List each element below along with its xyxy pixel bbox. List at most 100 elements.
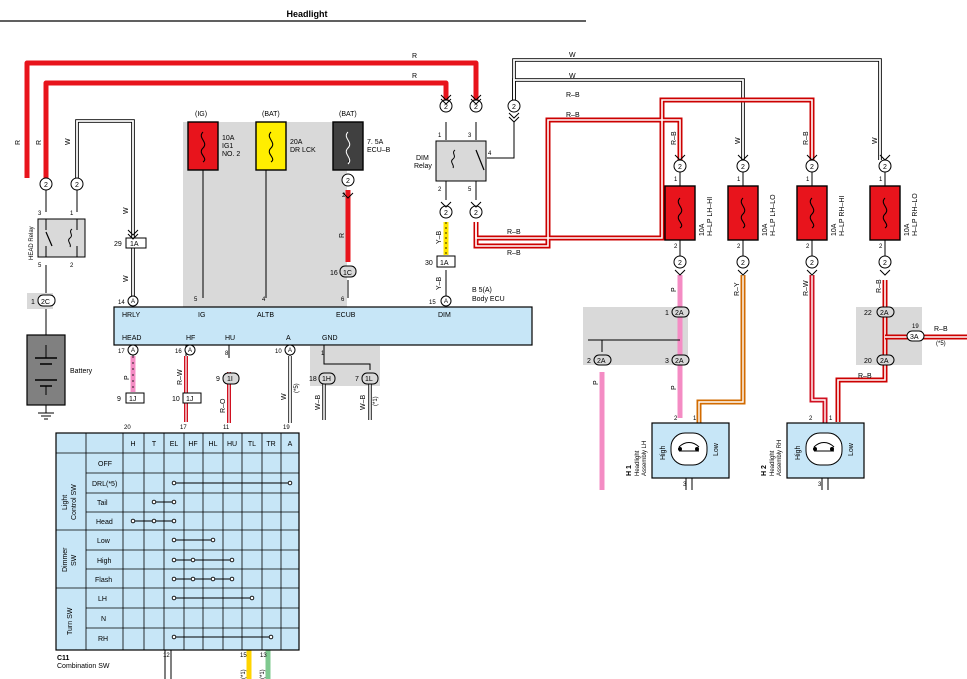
svg-text:Dimmer: Dimmer: [62, 547, 69, 572]
svg-text:5: 5: [38, 263, 42, 269]
battery: Battery: [26, 334, 93, 420]
svg-text:Battery: Battery: [70, 368, 93, 375]
svg-text:HEAD Relay: HEAD Relay: [29, 226, 35, 260]
svg-text:HL: HL: [209, 441, 218, 448]
svg-text:14: 14: [118, 300, 125, 306]
thin-wires: [45, 122, 886, 490]
svg-text:12: 12: [163, 653, 170, 659]
svg-text:2: 2: [346, 178, 350, 185]
svg-text:Head: Head: [96, 519, 113, 526]
wire-label-rb: R–B: [566, 112, 580, 119]
wire-label-r: R: [36, 140, 43, 145]
svg-text:(BAT): (BAT): [262, 111, 280, 118]
svg-text:2: 2: [44, 182, 48, 189]
svg-text:A: A: [188, 348, 192, 354]
svg-text:H–LP LH–LO: H–LP LH–LO: [770, 194, 777, 236]
svg-text:1: 1: [737, 177, 741, 183]
svg-text:1: 1: [879, 177, 883, 183]
svg-text:7. 5A: 7. 5A: [367, 139, 384, 146]
svg-text:A: A: [131, 348, 135, 354]
svg-text:10A: 10A: [831, 223, 838, 236]
svg-text:3: 3: [38, 211, 42, 217]
svg-text:1I: 1I: [227, 376, 233, 383]
svg-text:30: 30: [425, 260, 433, 267]
connector-1j-9: 1J 9 20: [117, 392, 145, 431]
svg-text:H–LP RH–HI: H–LP RH–HI: [839, 196, 846, 236]
headlight-lh: High Low H 1 Headlight Assembly LH 2 1 3: [626, 416, 730, 488]
svg-text:DRL(*5): DRL(*5): [92, 481, 117, 488]
svg-text:A: A: [288, 441, 293, 448]
svg-text:Flash: Flash: [95, 577, 112, 584]
svg-text:11: 11: [223, 425, 230, 431]
wire-label-w: W: [735, 137, 742, 144]
svg-text:GND: GND: [322, 335, 338, 342]
wire-label-p: P: [671, 287, 678, 292]
svg-text:20: 20: [124, 425, 131, 431]
svg-text:N: N: [101, 616, 106, 623]
wire-label-rb: R–B: [566, 92, 580, 99]
head-relay: 3 1 5 2 HEAD Relay: [29, 211, 86, 269]
wire-label-rb: R–B: [876, 279, 883, 293]
svg-text:3A: 3A: [910, 334, 919, 341]
wire-label-rb: R–B: [803, 131, 810, 145]
svg-text:2A: 2A: [880, 358, 889, 365]
svg-text:2: 2: [342, 193, 346, 199]
wire-label-w: W: [123, 275, 130, 282]
svg-text:Body ECU: Body ECU: [472, 296, 505, 303]
connector-1a-29: 1A 29: [114, 237, 147, 249]
svg-text:HEAD: HEAD: [122, 335, 141, 342]
svg-text:DIM: DIM: [438, 312, 451, 319]
svg-text:DR LCK: DR LCK: [290, 147, 316, 154]
svg-text:(IG): (IG): [195, 111, 207, 118]
wire-label-rb: R–B: [507, 229, 521, 236]
svg-text:TR: TR: [266, 441, 275, 448]
svg-text:H: H: [130, 441, 135, 448]
wire-label-rb: R–B: [934, 326, 948, 333]
fuse-h-lp-lh-lo: 10A H–LP LH–LO: [727, 185, 777, 241]
svg-text:Low: Low: [848, 442, 855, 456]
svg-text:2A: 2A: [597, 358, 606, 365]
svg-text:2: 2: [587, 358, 591, 365]
wire-label-ro: R–O: [220, 398, 227, 413]
svg-text:HU: HU: [225, 335, 235, 342]
svg-text:2: 2: [810, 260, 814, 267]
connectors: [39, 99, 892, 269]
svg-text:H 1: H 1: [626, 465, 633, 476]
svg-text:ECU–B: ECU–B: [367, 147, 391, 154]
svg-text:18: 18: [309, 376, 317, 383]
wire-label-p: P: [593, 380, 600, 385]
svg-text:2A: 2A: [675, 310, 684, 317]
svg-text:17: 17: [180, 425, 187, 431]
wire-label-star1: (*1): [260, 669, 266, 679]
svg-text:10A: 10A: [762, 223, 769, 236]
svg-text:2: 2: [70, 263, 74, 269]
svg-text:2: 2: [741, 164, 745, 171]
connector-1i-9: 1I 9 11: [216, 372, 240, 431]
svg-text:13: 13: [260, 653, 267, 659]
fuse-ig1: (IG) 10A IG1 NO. 2: [187, 111, 240, 171]
fuse-h-lp-lh-hi: 10A H–LP LH–HI: [664, 185, 714, 241]
svg-text:OFF: OFF: [98, 461, 112, 468]
svg-text:2: 2: [737, 244, 741, 250]
svg-text:H–LP LH–HI: H–LP LH–HI: [707, 197, 714, 236]
svg-text:10A: 10A: [699, 223, 706, 236]
wire-label-rb: R–B: [507, 250, 521, 257]
svg-text:High: High: [660, 445, 667, 460]
svg-text:4: 4: [488, 151, 492, 157]
svg-text:6: 6: [341, 297, 345, 303]
svg-text:HRLY: HRLY: [122, 312, 140, 319]
svg-text:2: 2: [879, 244, 883, 250]
svg-text:2: 2: [810, 164, 814, 171]
svg-text:2: 2: [741, 260, 745, 267]
svg-text:Tail: Tail: [97, 500, 108, 507]
svg-text:A: A: [444, 299, 448, 305]
wire-label-star1: (*1): [241, 669, 247, 679]
svg-text:1: 1: [31, 299, 35, 306]
svg-text:ALTB: ALTB: [257, 312, 274, 319]
svg-text:2: 2: [438, 187, 442, 193]
svg-text:2: 2: [678, 164, 682, 171]
fuse-h-lp-rh-lo: 10A H–LP RH–LO: [869, 185, 919, 241]
svg-text:16: 16: [175, 349, 182, 355]
svg-text:Turn SW: Turn SW: [67, 607, 74, 635]
junction-2a-lh: 2A 1 2A 3 2A 2: [587, 306, 690, 366]
